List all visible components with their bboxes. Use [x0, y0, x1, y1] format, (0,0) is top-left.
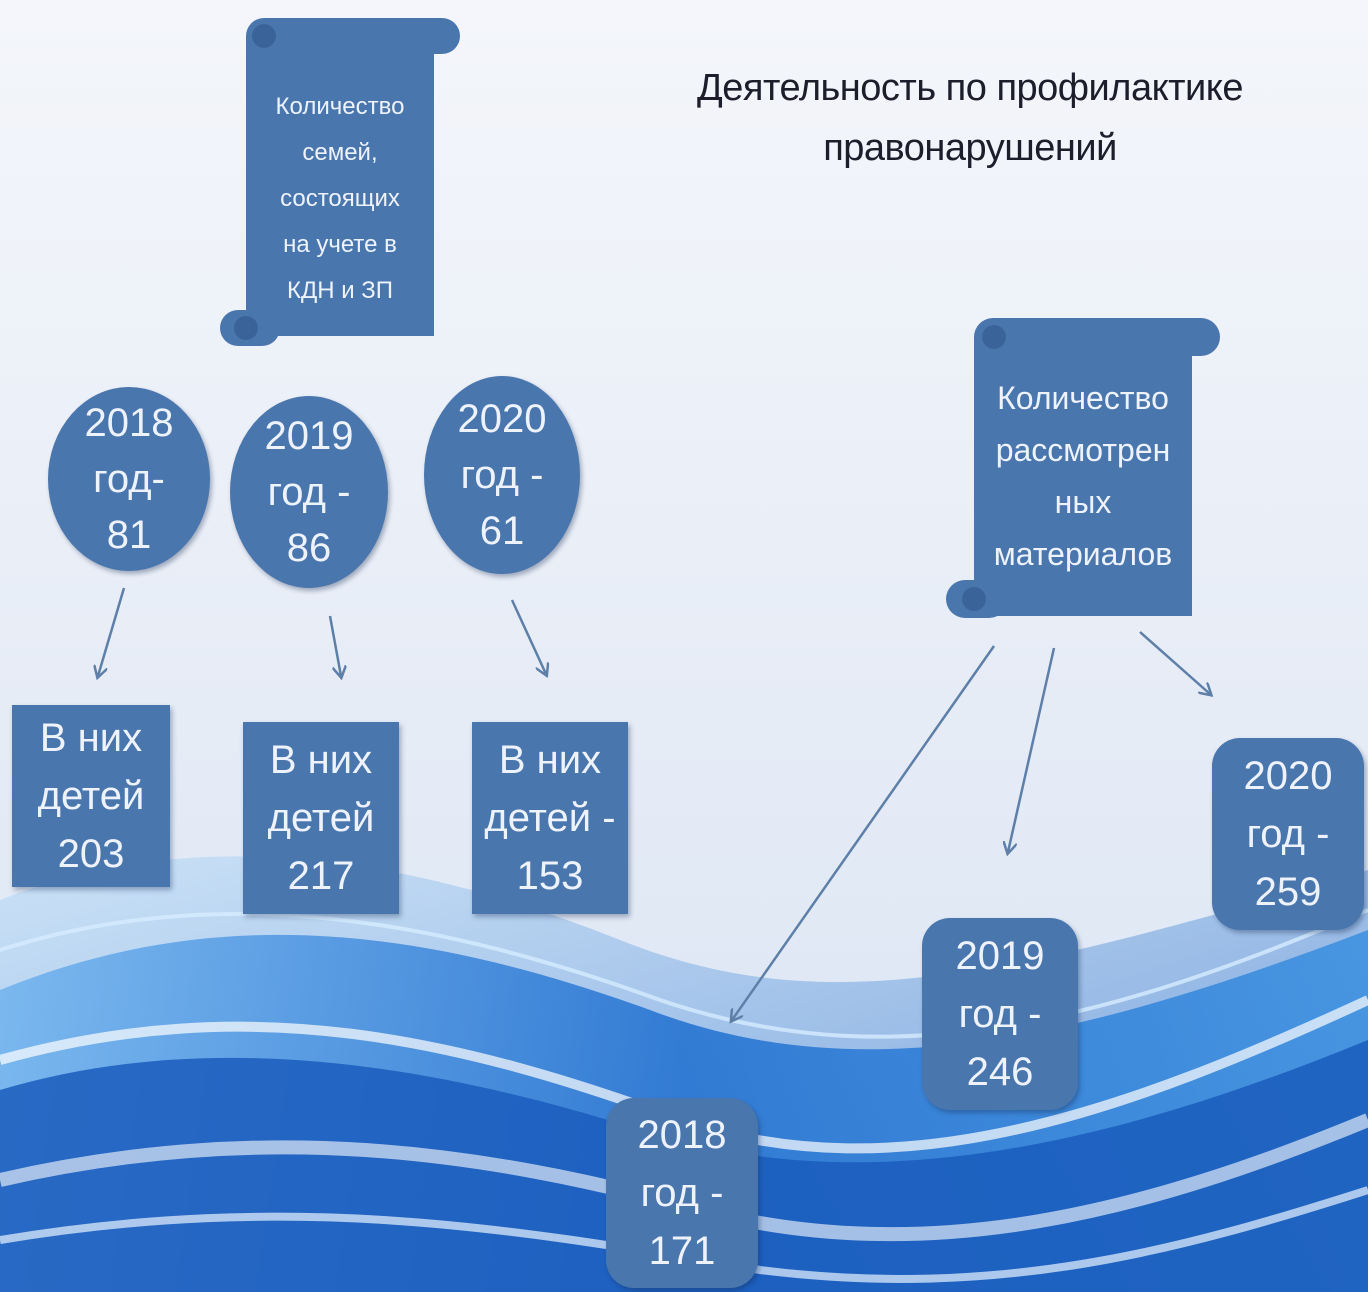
children-node-label: В них детей - 153: [484, 738, 616, 898]
right-header-text: Количество рассмотрен ных материалов: [993, 380, 1173, 572]
year-node-label: 2019 год - 86: [264, 414, 354, 570]
scroll-shape: [220, 18, 460, 346]
children-node-2019: В них детей 217: [243, 722, 399, 914]
children-node-label: В них детей 203: [37, 716, 145, 876]
left-header-text: Количество семей, состоящих на учете в К…: [275, 93, 405, 304]
year-node-label: 2019 год - 246: [955, 934, 1045, 1094]
year-node-2018-materials: 2018 год - 171: [606, 1098, 758, 1288]
children-node-2020: В них детей - 153: [472, 722, 628, 914]
year-node-label: 2020 год - 259: [1243, 754, 1333, 914]
year-node-label: 2018 год - 171: [637, 1113, 727, 1273]
year-node-2020-families: 2020 год - 61: [424, 376, 580, 574]
year-node-2019-materials: 2019 год - 246: [922, 918, 1078, 1110]
children-node-2018: В них детей 203: [12, 705, 170, 887]
children-node-label: В них детей 217: [267, 738, 375, 898]
year-node-2018-families: 2018 год- 81: [48, 387, 210, 571]
year-node-label: 2018 год- 81: [84, 401, 174, 557]
diagram-title: Деятельность по профилактике правонаруше…: [697, 67, 1243, 169]
scroll-shape: [946, 318, 1220, 618]
year-node-2019-families: 2019 год - 86: [230, 396, 388, 588]
year-node-2020-materials: 2020 год - 259: [1212, 738, 1364, 930]
left-header-scroll: Количество семей, состоящих на учете в К…: [216, 14, 466, 350]
year-node-label: 2020 год - 61: [457, 397, 547, 553]
right-header-scroll: Количество рассмотрен ных материалов: [944, 316, 1224, 620]
